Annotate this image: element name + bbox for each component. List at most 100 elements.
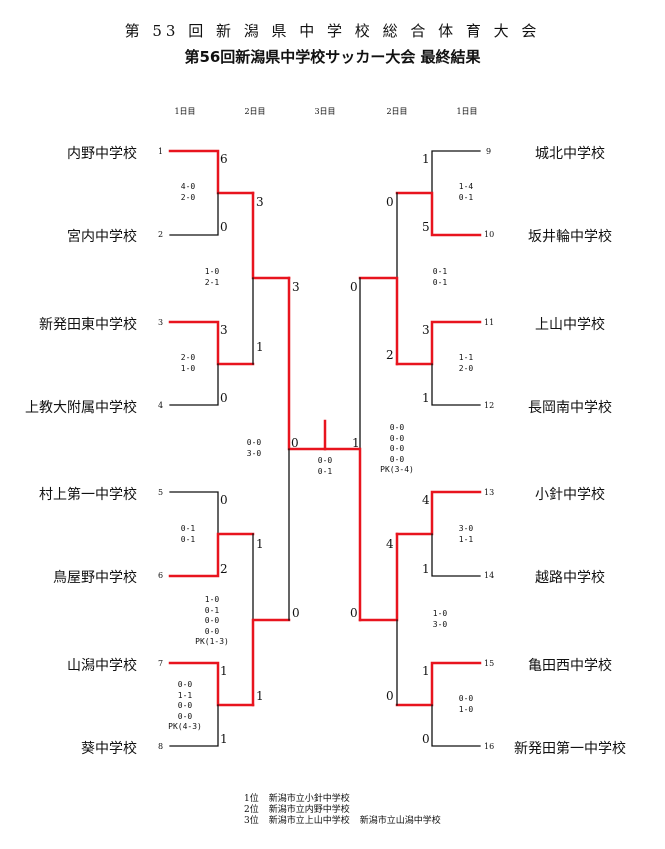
match-detail-r1c: 3-0 1-1 <box>459 524 473 545</box>
detail-line: 3-0 <box>458 524 474 533</box>
detail-line: 2-1 <box>204 277 220 287</box>
score: 3 <box>292 280 300 294</box>
team-right-12: 長岡南中学校 <box>528 400 612 416</box>
final-standings: 1位新潟市立小針中学校 2位新潟市立内野中学校 3位新潟市立上山中学校新潟市立山… <box>244 794 451 827</box>
seed-16: 16 <box>484 742 495 751</box>
detail-line: 0-0 <box>177 711 193 721</box>
score: 1 <box>256 537 264 551</box>
team-left-5: 村上第一中学校 <box>39 487 137 503</box>
match-detail-l1b: 2-0 1-0 <box>181 353 195 374</box>
detail-line: PK(4-3) <box>168 722 202 731</box>
tournament-title: 第 53 回 新 潟 県 中 学 校 総 合 体 育 大 会 <box>124 22 541 40</box>
standing-team: 新潟市立上山中学校 <box>268 816 350 826</box>
standing-team: 新潟市立山潟中学校 <box>359 816 441 826</box>
bracket-line <box>395 490 482 536</box>
seed-4: 4 <box>158 401 164 410</box>
score: 1 <box>256 340 264 354</box>
score: 0 <box>220 391 228 405</box>
score: 0 <box>386 689 394 703</box>
round-label-left-2: 2日目 <box>244 107 266 116</box>
match-detail-r2a: 0-1 0-1 <box>433 267 447 288</box>
detail-line: 1-1 <box>177 690 193 700</box>
detail-line: 0-0 <box>204 626 220 636</box>
score: 3 <box>220 323 228 337</box>
team-left-8: 葵中学校 <box>81 741 137 757</box>
score: 1 <box>422 664 430 678</box>
seed-10: 10 <box>484 230 495 239</box>
detail-line: PK(3-4) <box>380 465 414 474</box>
match-detail-r2b: 1-0 3-0 <box>433 609 447 630</box>
detail-line: 1-1 <box>458 353 474 362</box>
standing-second: 2位新潟市立内野中学校 <box>244 805 451 816</box>
bracket-line <box>169 192 219 236</box>
score: 4 <box>422 493 430 507</box>
seed-13: 13 <box>484 488 495 497</box>
bracket-line <box>431 150 481 194</box>
score: 1 <box>422 152 430 166</box>
seed-12: 12 <box>484 401 495 410</box>
detail-line: 0-0 <box>177 701 193 710</box>
detail-line: 0-0 <box>204 616 220 625</box>
detail-line: 0-1 <box>458 192 474 202</box>
detail-line: 2-0 <box>180 192 196 202</box>
score: 3 <box>422 323 430 337</box>
detail-line: 0-0 <box>389 444 405 453</box>
seed-3: 3 <box>158 318 164 327</box>
detail-line: 0-0 <box>317 456 333 465</box>
team-left-6: 鳥屋野中学校 <box>53 570 137 586</box>
match-detail-l2b: 1-0 0-1 0-0 0-0 PK(1-3) <box>195 595 229 648</box>
detail-line: 0-0 <box>389 454 405 464</box>
bracket-line <box>431 363 481 406</box>
standing-third: 3位新潟市立上山中学校新潟市立山潟中学校 <box>244 816 451 827</box>
score: 1 <box>256 689 264 703</box>
detail-line: PK(1-3) <box>195 637 229 646</box>
detail-line: 1-0 <box>458 704 474 714</box>
detail-line: 0-0 <box>458 694 474 703</box>
detail-line: 0-1 <box>317 466 333 476</box>
round-label-left-1: 1日目 <box>174 107 196 116</box>
seed-14: 14 <box>484 571 495 580</box>
team-right-9: 城北中学校 <box>535 146 605 162</box>
score: 0 <box>350 606 358 620</box>
match-detail-r1d: 0-0 1-0 <box>459 694 473 715</box>
bracket-line <box>358 276 399 366</box>
detail-line: 0-1 <box>204 605 220 615</box>
seed-15: 15 <box>484 659 495 668</box>
team-left-3: 新発田東中学校 <box>39 317 137 333</box>
detail-line: 3-0 <box>432 619 448 629</box>
detail-line: 0-1 <box>180 534 196 544</box>
detail-line: 0-1 <box>432 277 448 287</box>
standing-rank: 3位 <box>244 816 259 826</box>
score: 0 <box>220 220 228 234</box>
detail-line: 0-1 <box>180 524 196 533</box>
score: 1 <box>422 562 430 576</box>
detail-line: 1-0 <box>432 609 448 618</box>
detail-line: 1-0 <box>180 363 196 373</box>
bracket-line <box>169 491 219 535</box>
bracket-line <box>168 149 255 195</box>
detail-line: 2-0 <box>180 353 196 362</box>
standing-rank: 2位 <box>244 805 259 815</box>
match-detail-r3: 0-0 0-0 0-0 0-0 PK(3-4) <box>380 423 414 476</box>
round-label-final: 3日目 <box>314 107 336 116</box>
match-detail-r1b: 1-1 2-0 <box>459 353 473 374</box>
bracket-line <box>251 618 291 707</box>
match-detail-l1d: 0-0 1-1 0-0 0-0 PK(4-3) <box>168 680 202 733</box>
standing-first: 1位新潟市立小針中学校 <box>244 794 451 805</box>
bracket-line <box>169 704 219 747</box>
score: 0 <box>422 732 430 746</box>
bracket-line <box>168 661 255 707</box>
score: 2 <box>220 562 228 576</box>
detail-line: 0-0 <box>389 423 405 432</box>
detail-line: 1-4 <box>458 182 474 191</box>
round-label-right-2: 2日目 <box>386 107 408 116</box>
detail-line: 4-0 <box>180 182 196 191</box>
team-right-10: 坂井輪中学校 <box>528 229 612 245</box>
seed-1: 1 <box>158 147 164 156</box>
score: 1 <box>220 664 228 678</box>
seed-11: 11 <box>484 318 495 327</box>
seed-2: 2 <box>158 230 164 239</box>
score: 1 <box>220 732 228 746</box>
detail-line: 1-0 <box>204 595 220 604</box>
